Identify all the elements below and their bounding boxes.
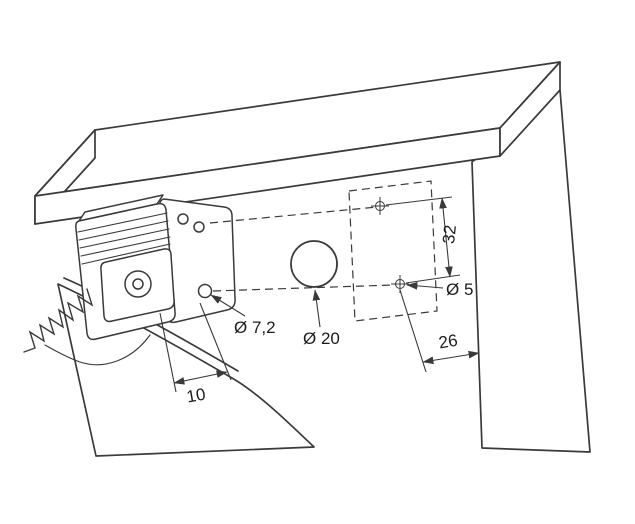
dim-label-32: 32 bbox=[439, 224, 460, 245]
callout-dia-5: Ø 5 bbox=[406, 280, 473, 299]
dia-label-7-2: Ø 7,2 bbox=[234, 318, 276, 337]
device-ribs bbox=[77, 212, 171, 265]
bracket-hole-upper-left bbox=[177, 213, 189, 225]
projection-line-lower bbox=[212, 284, 394, 292]
hole-20 bbox=[290, 240, 338, 288]
hole-20-depth-arc bbox=[324, 243, 338, 285]
cable bbox=[44, 334, 151, 366]
bracket-hole-upper-right bbox=[193, 221, 205, 233]
adjuster-device bbox=[23, 194, 236, 366]
spring bbox=[23, 288, 94, 353]
dia-label-20: Ø 20 bbox=[303, 329, 340, 348]
dim-26: 26 bbox=[399, 289, 480, 373]
callout-dia-20: Ø 20 bbox=[303, 289, 340, 348]
dim-label-26: 26 bbox=[437, 331, 459, 353]
dim-10: 10 bbox=[159, 302, 232, 407]
hole-5-upper bbox=[371, 197, 389, 215]
drill-template-rectangle bbox=[348, 180, 438, 322]
dim-32: 32 bbox=[385, 196, 461, 284]
adjuster-knob-center bbox=[132, 278, 144, 290]
callout-dia-7-2: Ø 7,2 bbox=[210, 294, 276, 337]
dim-label-10: 10 bbox=[185, 385, 207, 407]
top-board-right-end bbox=[499, 61, 561, 157]
dia-label-5: Ø 5 bbox=[446, 280, 473, 299]
bracket-hole-lower bbox=[197, 283, 213, 299]
projection-lines bbox=[209, 180, 438, 322]
projection-line-upper bbox=[209, 206, 378, 224]
